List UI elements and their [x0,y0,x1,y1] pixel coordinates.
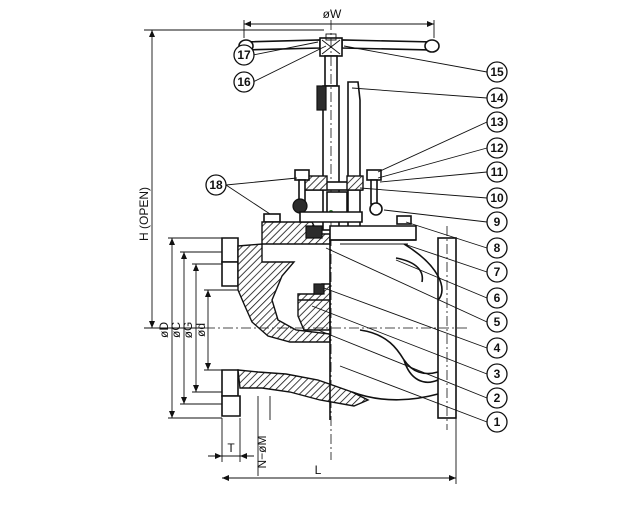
callout-12: 12 [486,137,508,159]
dim-h-label: H (OPEN) [137,187,151,241]
callout-17: 17 [233,44,255,66]
callout-3-label: 3 [494,367,501,381]
callout-2-label: 2 [494,391,501,405]
callout-18-label: 18 [209,178,223,192]
callout-4-label: 4 [494,341,501,355]
dimensions: øW H (OPEN) øD øC øG ød [137,7,457,484]
dim-l-label: L [315,463,322,477]
callout-2: 2 [486,387,508,409]
dim-c-label: øC [169,322,183,338]
callout-7-label: 7 [494,265,501,279]
callout-1: 1 [486,411,508,433]
callout-10: 10 [486,187,508,209]
callout-15: 15 [486,61,508,83]
handwheel [238,33,440,57]
callout-18: 18 [205,174,227,196]
callout-14-label: 14 [490,91,504,105]
callout-17-label: 17 [237,48,251,62]
callout-8-label: 8 [494,241,501,255]
dim-g-label: øG [181,322,195,339]
callout-16-label: 16 [237,75,251,89]
callout-9: 9 [486,211,508,233]
gland-bolts [263,169,412,225]
callout-3: 3 [486,363,508,385]
dim-d-flange-label: øD [157,322,171,338]
callout-12-label: 12 [490,141,504,155]
valve-body [221,237,457,420]
callout-11-label: 11 [491,165,504,179]
callout-15-label: 15 [490,65,504,79]
callout-5-label: 5 [494,315,501,329]
dim-w-label: øW [323,7,342,21]
callout-9-label: 9 [494,215,501,229]
callout-6: 6 [486,287,508,309]
callout-1-label: 1 [494,415,501,429]
center-lines [205,226,470,430]
callout-14: 14 [486,87,508,109]
callout-6-label: 6 [494,291,501,305]
callout-5: 5 [486,311,508,333]
callout-11: 11 [486,161,508,183]
callout-13-label: 13 [490,115,504,129]
dim-nm-label: N−øM [255,435,269,468]
callout-13: 13 [486,111,508,133]
bonnet [261,211,417,245]
callout-4: 4 [486,337,508,359]
callout-7: 7 [486,261,508,283]
callout-16: 16 [233,71,255,93]
callout-10-label: 10 [490,191,504,205]
dim-t-label: T [227,441,235,455]
dim-d-bore-label: ød [194,323,208,337]
callout-8: 8 [486,237,508,259]
leader-lines [225,41,488,423]
